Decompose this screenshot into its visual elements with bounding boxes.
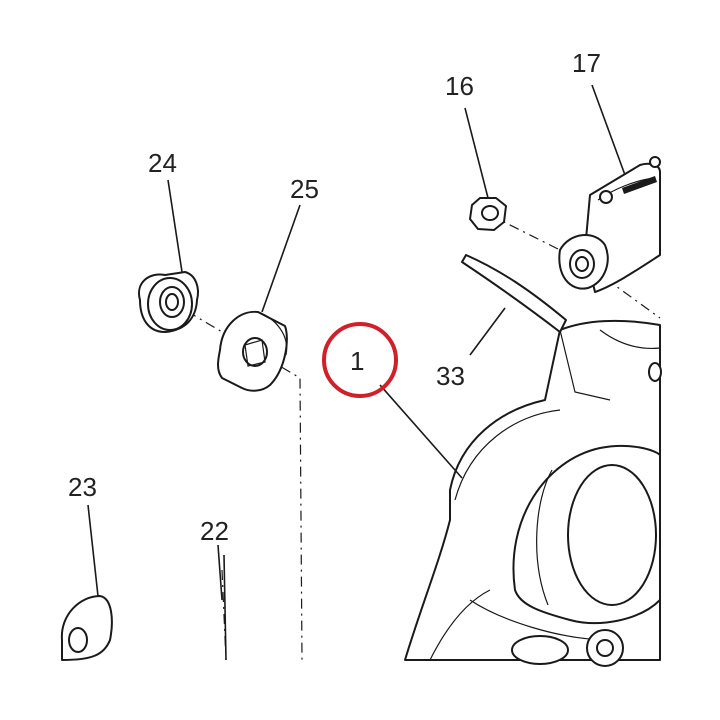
leader-23 [87, 504, 99, 597]
part-24-bushing [138, 271, 199, 333]
leader-22 [217, 544, 223, 601]
part-23-washer [60, 595, 113, 661]
part-22-rod [223, 554, 227, 661]
part-17-clamp [558, 156, 661, 293]
callout-25: 25 [290, 174, 319, 204]
leader-33 [469, 307, 506, 356]
callout-labels: 1 16 17 24 25 33 23 22 [68, 48, 601, 546]
leader-17 [591, 84, 626, 176]
leader-1 [379, 384, 463, 479]
part-25-spacer [217, 310, 288, 392]
part-16-nut [469, 197, 507, 231]
callout-24: 24 [148, 148, 177, 178]
clamp-logo [622, 176, 657, 194]
bracket-bore [567, 464, 657, 606]
axis-24-25 [167, 299, 303, 661]
callout-22: 22 [200, 516, 229, 546]
leader-24 [167, 179, 183, 273]
highlight-ring [322, 322, 398, 398]
callout-33: 33 [436, 361, 465, 391]
leader-25 [261, 204, 301, 313]
callout-17: 17 [572, 48, 601, 78]
leader-16 [464, 107, 489, 199]
callout-1: 1 [350, 346, 364, 376]
callout-23: 23 [68, 472, 97, 502]
leader-lines [87, 84, 626, 601]
part-1-bracket [404, 319, 662, 667]
callout-16: 16 [445, 71, 474, 101]
part-33-strip [461, 254, 567, 333]
